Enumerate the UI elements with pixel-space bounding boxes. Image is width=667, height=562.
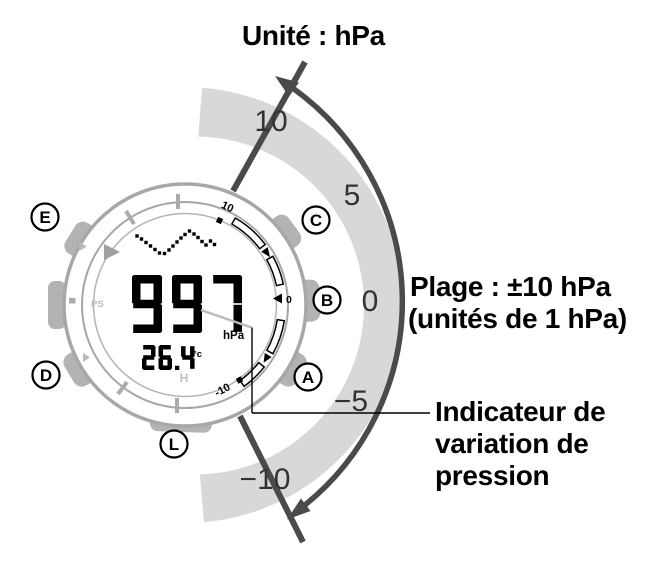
button-letter-C: C bbox=[310, 211, 322, 230]
button-marker-D: D bbox=[31, 360, 61, 390]
indicator-arc-seg1 bbox=[230, 216, 267, 250]
temperature-value bbox=[142, 345, 195, 370]
indicator-arc-arrow-lower bbox=[263, 352, 272, 363]
dial-triangle-small-lower bbox=[83, 353, 90, 362]
indicator-label-line2: variation de bbox=[435, 428, 589, 459]
button-circle-A bbox=[293, 362, 323, 392]
range-label-line1: Plage : ±10 hPa bbox=[410, 271, 611, 302]
ps-indicator: PS bbox=[91, 299, 104, 310]
indicator-arc-arrow-upper bbox=[261, 247, 270, 258]
button-letter-E: E bbox=[39, 208, 50, 227]
scale-label-0: 0 bbox=[362, 285, 379, 318]
button-marker-L: L bbox=[159, 429, 189, 459]
button-marker-B: B bbox=[312, 285, 342, 315]
watch-bezel-ring bbox=[81, 201, 289, 409]
indicator-label-line1: Indicateur de bbox=[435, 396, 605, 427]
hour-marker-lower-left bbox=[116, 380, 129, 396]
dial-scale-bottom-square bbox=[235, 376, 244, 384]
mode-letter: H bbox=[180, 371, 189, 385]
scale-label-5: 5 bbox=[344, 179, 361, 212]
leader-diagonal-gray bbox=[200, 308, 252, 329]
button-markers: E C B A D L bbox=[30, 202, 342, 459]
tick-line-plus10 bbox=[230, 60, 308, 193]
button-circle-L bbox=[159, 429, 189, 459]
hour-marker-upper-left bbox=[124, 209, 136, 226]
scale-label-10: 10 bbox=[254, 105, 287, 138]
button-marker-E: E bbox=[30, 202, 60, 232]
button-marker-A: A bbox=[293, 362, 323, 392]
tick-line-minus10 bbox=[237, 414, 306, 544]
button-marker-C: C bbox=[301, 205, 331, 235]
button-circle-D bbox=[31, 360, 61, 390]
range-label-line2: (unités de 1 hPa) bbox=[408, 303, 627, 334]
left-case-guard bbox=[48, 281, 66, 329]
unit-label: Unité : hPa bbox=[242, 20, 386, 51]
button-circle-C bbox=[301, 205, 331, 235]
pressure-unit: hPa bbox=[223, 330, 245, 342]
hour-markers bbox=[116, 194, 180, 413]
indicator-arc-seg3 bbox=[265, 318, 286, 355]
dial-triangle-large bbox=[104, 244, 120, 260]
indicator-arc-seg2 bbox=[265, 255, 285, 287]
zero-pointer-triangle bbox=[273, 293, 282, 304]
button-circle-E bbox=[30, 202, 60, 232]
range-arrow-arc bbox=[292, 86, 406, 508]
pressure-value bbox=[132, 275, 242, 333]
temperature-unit: °c bbox=[193, 349, 202, 360]
dial-scale-zero-label: 0 bbox=[286, 294, 292, 306]
dial-scale-top-square bbox=[215, 216, 224, 225]
button-letter-L: L bbox=[169, 435, 179, 454]
scale-label-minus10: −10 bbox=[240, 463, 291, 496]
button-letter-D: D bbox=[40, 366, 52, 385]
watch-illustration: PS hPa °c H 10 0 -10 bbox=[48, 182, 321, 433]
range-arrow-bottom-arrowhead bbox=[287, 498, 311, 520]
dial-triangle-small-upper bbox=[79, 242, 87, 251]
button-letter-B: B bbox=[321, 291, 333, 310]
pressure-graph-dots bbox=[135, 229, 217, 256]
hour-marker-9-square bbox=[69, 298, 76, 304]
indicator-label-line3: pression bbox=[435, 460, 549, 491]
button-letter-A: A bbox=[302, 368, 314, 387]
dial-scale-top-label: 10 bbox=[219, 199, 235, 215]
button-circle-B bbox=[312, 285, 342, 315]
